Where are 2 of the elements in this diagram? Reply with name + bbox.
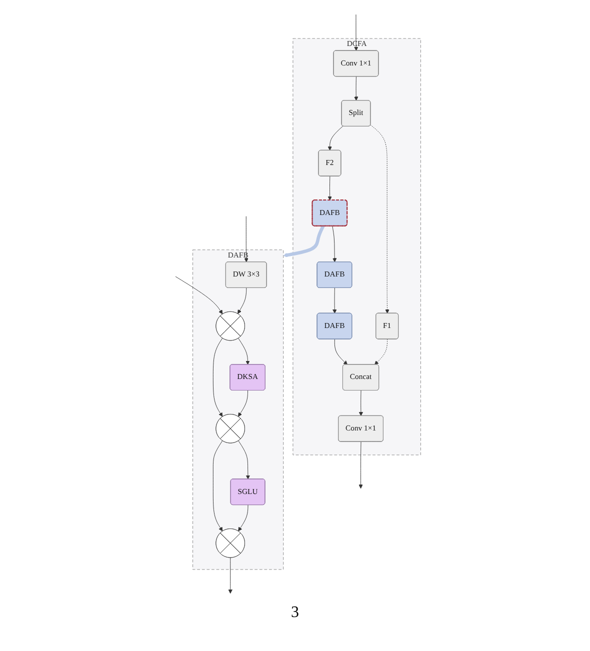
repeat-count: 3 bbox=[291, 604, 299, 621]
arrow bbox=[283, 225, 325, 258]
